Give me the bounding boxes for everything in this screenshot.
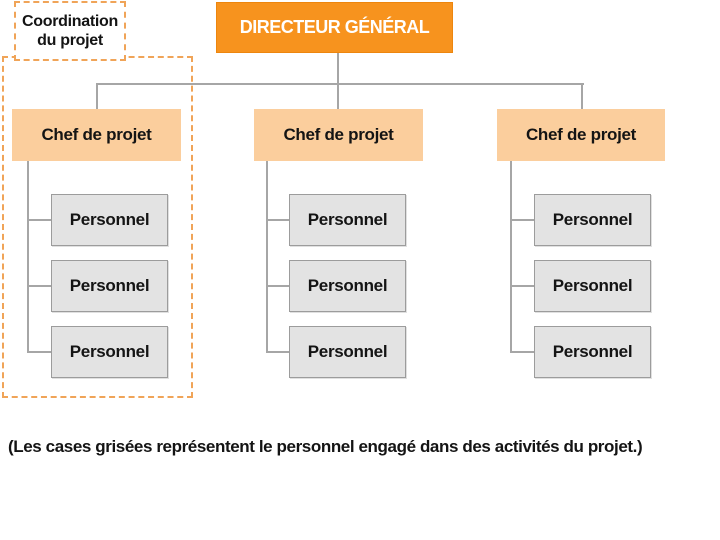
personnel-label: Personnel bbox=[552, 210, 633, 229]
connector-subtree-col3 bbox=[510, 161, 512, 353]
connector-stub-col3-row1 bbox=[510, 219, 534, 221]
connector-subtree-col2 bbox=[266, 161, 268, 353]
personnel-box: Personnel bbox=[51, 260, 168, 312]
personnel-box: Personnel bbox=[51, 326, 168, 378]
coordination-project-label: Coordination du projet bbox=[22, 13, 118, 49]
personnel-label: Personnel bbox=[307, 342, 388, 361]
personnel-box: Personnel bbox=[534, 194, 651, 246]
chef-de-projet-box: Chef de projet bbox=[254, 109, 423, 161]
connector-root-trunk bbox=[337, 52, 339, 85]
connector-stub-col2-row1 bbox=[266, 219, 289, 221]
chef-de-projet-label: Chef de projet bbox=[283, 125, 394, 144]
connector-stub-col2-row3 bbox=[266, 351, 289, 353]
connector-drop-col2 bbox=[337, 83, 339, 110]
connector-stub-col1-row1 bbox=[27, 219, 51, 221]
chef-de-projet-box: Chef de projet bbox=[12, 109, 181, 161]
chef-de-projet-label: Chef de projet bbox=[525, 125, 637, 144]
personnel-box: Personnel bbox=[534, 260, 651, 312]
personnel-box: Personnel bbox=[289, 194, 406, 246]
connector-horizontal-bar bbox=[96, 83, 584, 85]
personnel-label: Personnel bbox=[69, 276, 150, 295]
connector-stub-col1-row3 bbox=[27, 351, 51, 353]
caption: (Les cases grisées représentent le perso… bbox=[8, 437, 643, 456]
connector-drop-col1 bbox=[96, 83, 98, 110]
directeur-general-label: DIRECTEUR GÉNÉRAL bbox=[239, 17, 430, 37]
personnel-label: Personnel bbox=[552, 342, 633, 361]
connector-stub-col3-row3 bbox=[510, 351, 534, 353]
personnel-label: Personnel bbox=[307, 276, 388, 295]
directeur-general-box: DIRECTEUR GÉNÉRAL bbox=[216, 2, 453, 53]
chef-de-projet-box: Chef de projet bbox=[497, 109, 665, 161]
personnel-label: Personnel bbox=[69, 342, 150, 361]
personnel-box: Personnel bbox=[289, 326, 406, 378]
connector-subtree-col1 bbox=[27, 161, 29, 353]
connector-stub-col2-row2 bbox=[266, 285, 289, 287]
chef-de-projet-label: Chef de projet bbox=[41, 125, 152, 144]
personnel-box: Personnel bbox=[534, 326, 651, 378]
personnel-label: Personnel bbox=[307, 210, 388, 229]
personnel-label: Personnel bbox=[69, 210, 150, 229]
personnel-label: Personnel bbox=[552, 276, 633, 295]
connector-drop-col3 bbox=[581, 83, 583, 110]
personnel-box: Personnel bbox=[289, 260, 406, 312]
personnel-box: Personnel bbox=[51, 194, 168, 246]
coordination-project-box: Coordination du projet bbox=[14, 1, 126, 61]
connector-stub-col1-row2 bbox=[27, 285, 51, 287]
connector-stub-col3-row2 bbox=[510, 285, 534, 287]
